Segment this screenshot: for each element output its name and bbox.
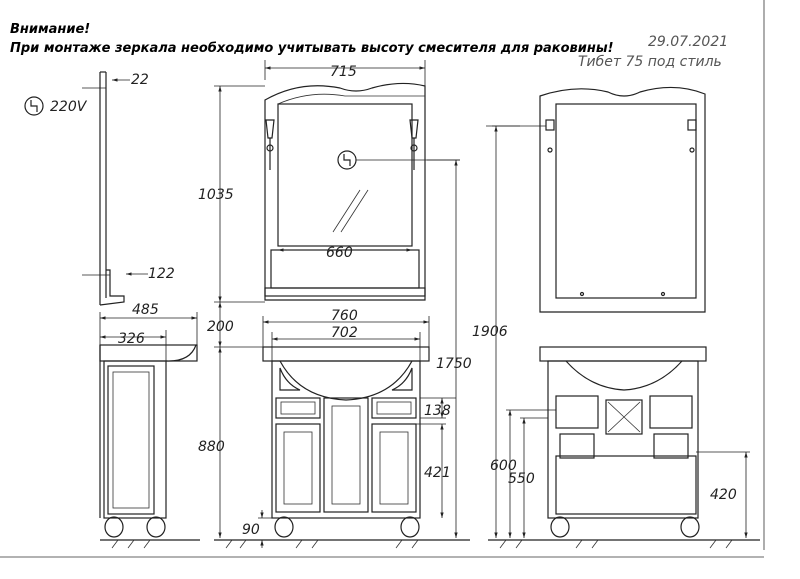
mirror-back-view: [486, 86, 706, 313]
cabinet-back-view: [488, 125, 760, 549]
dim-basin-width: 702: [331, 325, 358, 341]
cabinet-front-view: [214, 159, 470, 549]
dim-top-width: 760: [331, 308, 358, 324]
dim-mirror-inner-width: 660: [326, 245, 353, 261]
dim-mirror-width: 715: [330, 64, 357, 80]
warning-title: Внимание!: [10, 22, 90, 37]
dim-cutout-height: 420: [710, 487, 737, 503]
dim-gap: 200: [207, 319, 234, 335]
power-outlet-icon: [24, 96, 44, 116]
dim-siphon-height-2: 550: [508, 471, 535, 487]
dim-cabinet-body-depth: 326: [118, 331, 145, 347]
dim-mirror-height: 1035: [198, 187, 234, 203]
dim-leg-height: 90: [242, 522, 260, 538]
voltage-label: 220V: [50, 99, 88, 115]
mirror-side-view: [82, 71, 148, 306]
dim-drawer-height: 138: [424, 403, 451, 419]
dim-cabinet-depth: 485: [132, 302, 159, 318]
dim-cabinet-height: 880: [198, 439, 225, 455]
dim-door-height: 421: [424, 465, 451, 481]
cabinet-side-view: [99, 312, 200, 549]
dim-total-height: 1906: [472, 324, 508, 340]
mirror-front-view: [214, 60, 460, 303]
warning-text: При монтаже зеркала необходимо учитывать…: [10, 41, 614, 56]
dim-siphon-height-1: 600: [490, 458, 517, 474]
dim-top-height: 1750: [436, 356, 472, 372]
dim-mirror-depth: 22: [131, 72, 149, 88]
model-name: Тибет 75 под стиль: [578, 54, 722, 70]
dim-shelf-depth: 122: [148, 266, 175, 282]
drawing-date: 29.07.2021: [648, 34, 728, 50]
